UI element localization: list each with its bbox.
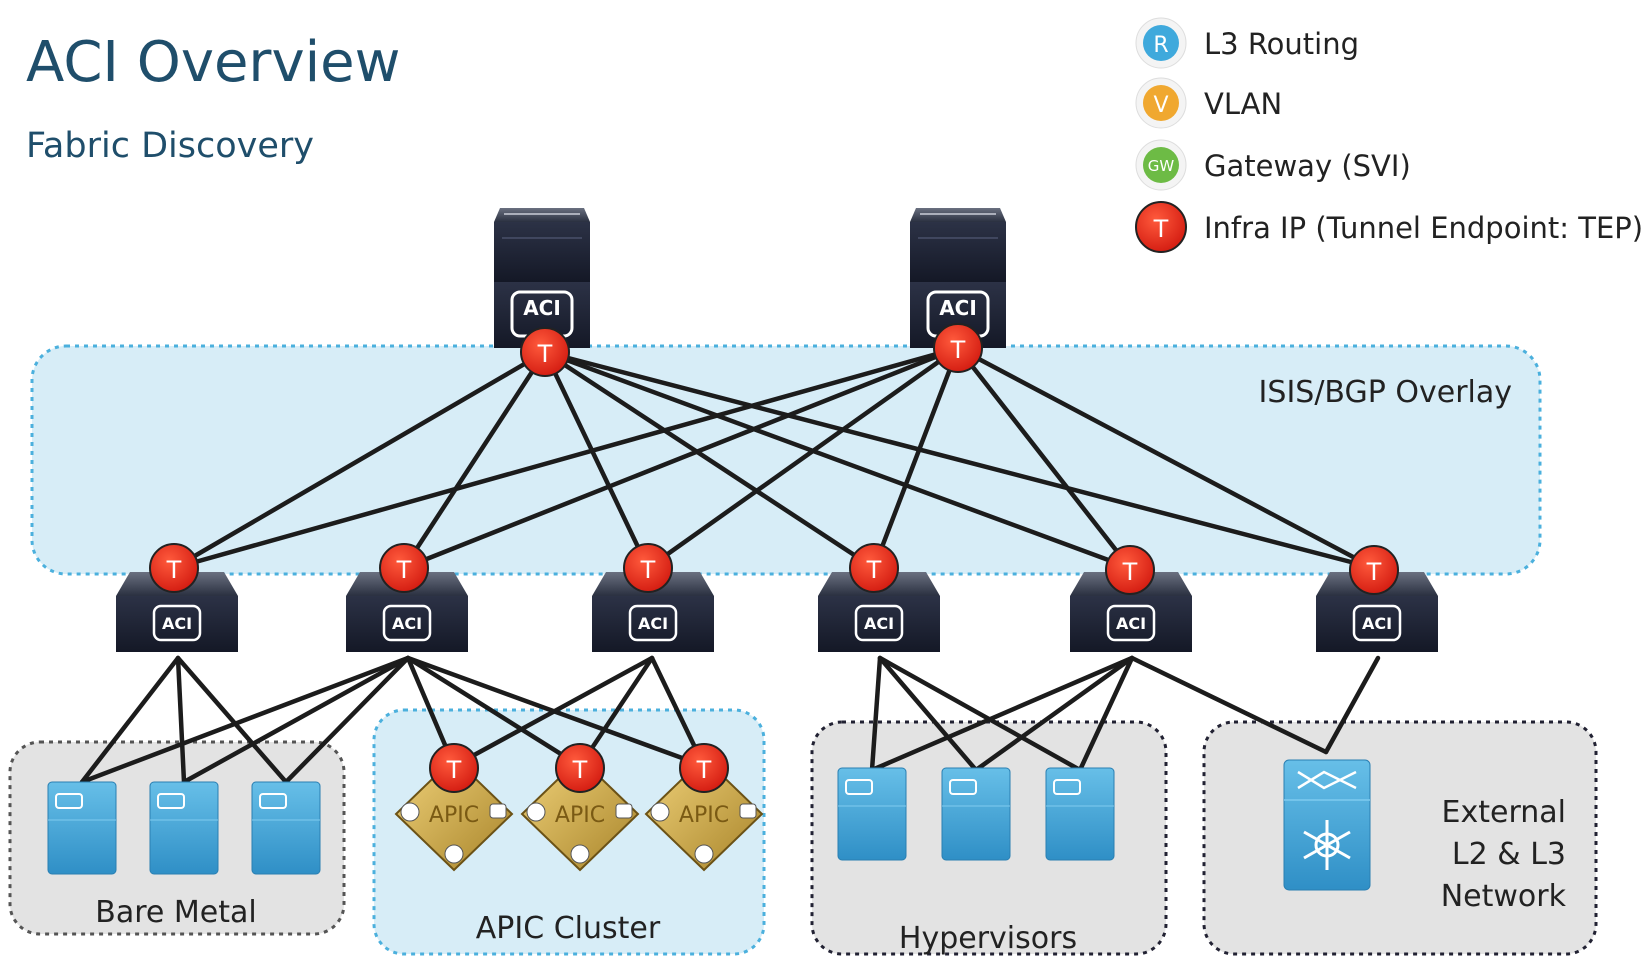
legend-label-vlan: VLAN [1204, 87, 1283, 121]
zone-label-external-line2: L2 & L3 [1452, 837, 1566, 872]
aci-label: ACI [1362, 614, 1392, 633]
tep-text: T [572, 756, 588, 784]
server-icon [837, 767, 907, 861]
leaf-switch: ACI [1070, 572, 1192, 652]
leaf-switch: ACI [1316, 572, 1438, 652]
tep-badge: T [623, 543, 673, 593]
legend-badge-gateway: GW [1135, 139, 1187, 191]
hypervisor-servers [837, 767, 1115, 861]
overlay-region [30, 344, 1542, 576]
fabric-links [79, 345, 1381, 785]
server-icon [47, 781, 117, 875]
apic-appliance-icon: APIC [644, 756, 764, 872]
aci-label: ACI [523, 296, 561, 320]
legend-label-routing: L3 Routing [1204, 27, 1360, 61]
aci-label: ACI [939, 296, 977, 320]
spine-switch: ACI [494, 208, 590, 348]
tep-text: T [537, 340, 553, 368]
page-subtitle: Fabric Discovery [26, 126, 314, 166]
tep-badge: T [1105, 545, 1155, 595]
tep-badge: T [555, 743, 605, 793]
apic-appliance-icon: APIC [520, 756, 640, 872]
server-icon [149, 781, 219, 875]
aci-label: ACI [162, 614, 192, 633]
legend-badge-vlan: V [1135, 77, 1187, 129]
apic-label: APIC [679, 803, 729, 828]
tep-badge: T [520, 327, 570, 377]
server-icon [1045, 767, 1115, 861]
tep-text: T [640, 556, 656, 584]
tep-badge: T [679, 743, 729, 793]
tep-text: T [396, 556, 412, 584]
legend-badge-text: T [1153, 215, 1169, 243]
apic-label: APIC [429, 803, 479, 828]
server-icon [941, 767, 1011, 861]
tep-text: T [866, 556, 882, 584]
tep-badge: T [849, 543, 899, 593]
tep-badge: T [429, 743, 479, 793]
tep-badges: T T T T T T T T [149, 323, 1399, 595]
apic-appliance-icon: APIC [394, 756, 514, 872]
overlay-label: ISIS/BGP Overlay [1259, 375, 1512, 410]
tep-badge: T [379, 543, 429, 593]
zone-label-external-line1: External [1442, 795, 1566, 830]
aci-label: ACI [638, 614, 668, 633]
tep-badge: T [1349, 545, 1399, 595]
zone-label-hypervisors: Hypervisors [899, 921, 1077, 956]
aci-label: ACI [1116, 614, 1146, 633]
legend-badge-text: R [1153, 33, 1168, 58]
zone-label-bare-metal: Bare Metal [95, 895, 256, 930]
tep-badge: T [933, 323, 983, 373]
zone-label-apic-cluster: APIC Cluster [476, 911, 661, 946]
legend: R V GW T [1135, 17, 1187, 253]
page-title: ACI Overview [26, 30, 401, 95]
legend-badge-routing: R [1135, 17, 1187, 69]
tep-text: T [1122, 558, 1138, 586]
aci-label: ACI [392, 614, 422, 633]
server-icon [251, 781, 321, 875]
zone-label-external-line3: Network [1441, 879, 1567, 914]
tep-badge: T [149, 543, 199, 593]
bare-metal-servers [47, 781, 321, 875]
apic-cluster-nodes: APIC APIC APIC T T T [394, 743, 764, 872]
legend-label-gateway: Gateway (SVI) [1204, 149, 1411, 183]
legend-label-tep: Infra IP (Tunnel Endpoint: TEP) [1204, 211, 1644, 245]
legend-badge-text: GW [1148, 157, 1175, 175]
apic-label: APIC [555, 803, 605, 828]
tep-text: T [1366, 558, 1382, 586]
tep-text: T [696, 756, 712, 784]
tep-text: T [950, 336, 966, 364]
legend-badge-tep: T [1135, 201, 1187, 253]
legend-badge-text: V [1153, 93, 1168, 118]
tep-text: T [166, 556, 182, 584]
tep-text: T [446, 756, 462, 784]
aci-label: ACI [864, 614, 894, 633]
leaf-switch: ACI [818, 572, 940, 652]
external-switch-icon [1283, 759, 1371, 891]
